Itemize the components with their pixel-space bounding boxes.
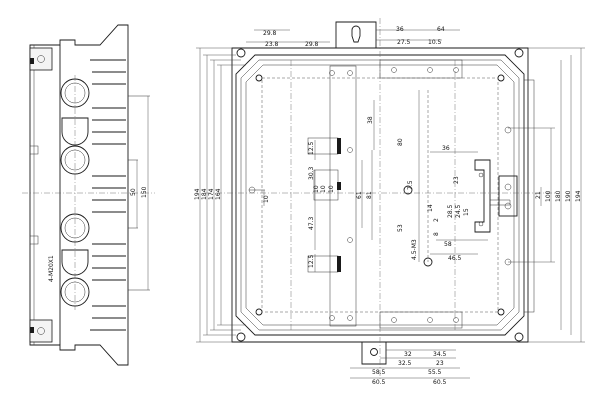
dim-7-5: 7.5 [407,180,414,190]
bottom-dim-23: 23 [436,360,444,367]
label-4-5-m3: 4.5-M3 [411,239,418,260]
dim-28-5: 28.5 [447,204,454,218]
side-dim-150: 150 [141,186,148,198]
top-dim-27-5: 27.5 [397,39,411,46]
bottom-dim-32: 32 [404,351,412,358]
front-view [196,18,585,380]
dim-61: 61 [356,191,363,199]
top-dim-36: 36 [396,26,404,33]
right-dim-21: 21 [535,191,542,199]
dim-10c: 10 [328,185,335,193]
right-dim-194: 194 [575,190,582,202]
dim-14: 14 [427,204,434,212]
bottom-dim-60-5a: 60.5 [372,379,386,386]
dim-12-5-bot: 12.5 [308,254,315,268]
dim-12-5-top: 12.5 [308,141,315,155]
dim-24-5: 24.5 [455,204,462,218]
dim-10-left: 10 [263,195,270,203]
dim-23: 23 [453,176,460,184]
top-dim-29-8b: 29.8 [305,41,319,48]
dim-47-3: 47.3 [308,216,315,230]
side-view: 50 150 4-M20X1 [22,24,155,366]
top-dim-10-5: 10.5 [428,39,442,46]
dim-81: 81 [366,191,373,199]
left-dim-194: 194 [194,188,201,200]
top-dim-29-8: 29.8 [263,30,277,37]
dim-15: 15 [463,208,470,216]
dim-8: 8 [433,232,440,236]
left-dim-164: 164 [215,188,222,200]
dim-2: 2 [433,218,440,222]
bottom-dim-32-5: 32.5 [398,360,412,367]
thread-label: 4-M20X1 [48,255,55,282]
top-dim-64: 64 [437,26,445,33]
side-dim-50: 50 [130,188,137,196]
dim-30-3: 30.3 [308,166,315,180]
dim-80: 80 [397,138,404,146]
left-dim-174: 174 [208,188,215,200]
right-dim-100: 100 [545,190,552,202]
dim-58: 58 [444,241,452,248]
top-dim-23-8: 23.8 [265,41,279,48]
dim-38: 38 [367,116,374,124]
left-dim-184: 184 [201,188,208,200]
bottom-dim-58-5: 58.5 [372,369,386,376]
bottom-dim-55-5: 55.5 [428,369,442,376]
dim-46-5: 46.5 [448,255,462,262]
right-dim-190: 190 [565,190,572,202]
dim-53: 53 [397,224,404,232]
dim-10b: 10 [320,185,327,193]
bottom-dim-34-5: 34.5 [433,351,447,358]
right-dim-180: 180 [555,190,562,202]
dim-36: 36 [442,145,450,152]
bottom-dim-60-5b: 60.5 [433,379,447,386]
dim-10a: 10 [313,185,320,193]
